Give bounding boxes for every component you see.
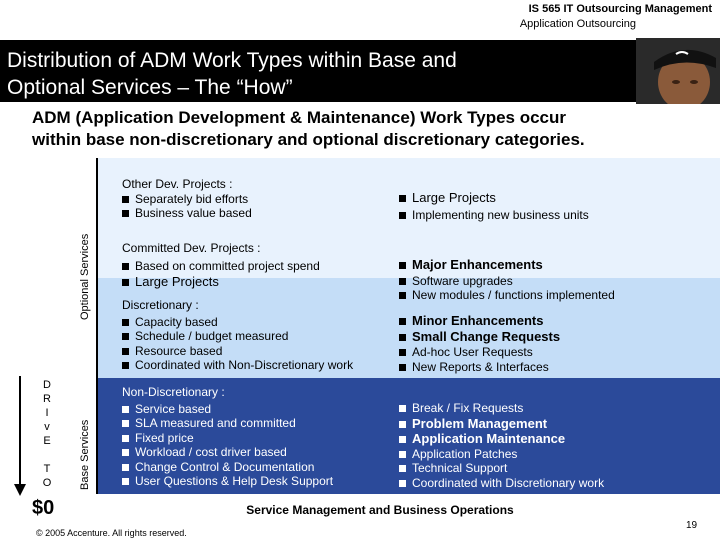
list-item: Workload / cost driver based: [122, 445, 333, 460]
list-item: Resource based: [122, 344, 353, 359]
list-item: Ad-hoc User Requests: [399, 345, 560, 360]
list-item: Coordinated with Non-Discretionary work: [122, 358, 353, 373]
list-item: Large Projects: [399, 190, 589, 206]
discretionary-block: Discretionary : Capacity based Schedule …: [122, 298, 354, 373]
list-item: Problem Management: [399, 416, 604, 432]
down-arrow-icon: [14, 484, 26, 496]
zero-cost-label: $0: [32, 497, 55, 519]
golfer-photo: [636, 38, 720, 104]
band-base: [98, 378, 720, 494]
list-item: Technical Support: [399, 461, 604, 476]
list-item: New modules / functions implemented: [399, 288, 615, 303]
base-work-types-block: Break / Fix Requests Problem Management …: [399, 401, 604, 490]
list-item: User Questions & Help Desk Support: [122, 474, 333, 489]
page-title: Distribution of ADM Work Types within Ba…: [7, 49, 457, 99]
list-item: Minor Enhancements: [399, 313, 560, 329]
band-discretionary: [98, 278, 720, 378]
down-arrow-shaft: [19, 376, 21, 486]
title-band: [0, 40, 720, 102]
list-item: SLA measured and committed: [122, 416, 333, 431]
list-item: Based on committed project spend: [122, 259, 320, 274]
optional-bracket: [96, 158, 98, 378]
list-item: Service based: [122, 402, 333, 417]
list-item: Capacity based: [122, 315, 353, 330]
list-item: Separately bid efforts: [122, 192, 252, 207]
list-item: Software upgrades: [399, 274, 615, 289]
non-discretionary-block: Non-Discretionary : Service based SLA me…: [122, 385, 334, 489]
committed-dev-projects: Committed Dev. Projects : Based on commi…: [122, 241, 320, 290]
list-item: Change Control & Documentation: [122, 460, 333, 475]
list-item: Schedule / budget measured: [122, 329, 353, 344]
list-item: Application Patches: [399, 447, 604, 462]
copyright: © 2005 Accenture. All rights reserved.: [36, 528, 187, 538]
drive-to-label: D R I v E T O: [42, 379, 52, 489]
list-item: Implementing new business units: [399, 208, 589, 223]
other-dev-projects: Other Dev. Projects : Separately bid eff…: [122, 177, 252, 221]
list-item: Break / Fix Requests: [399, 401, 604, 416]
list-item: Small Change Requests: [399, 329, 560, 345]
list-item: Business value based: [122, 206, 252, 221]
page-number: 19: [686, 520, 698, 531]
course-subtitle: Application Outsourcing: [519, 18, 636, 30]
large-projects-block: Large Projects Implementing new business…: [399, 190, 589, 223]
list-item: Major Enhancements: [399, 257, 615, 273]
base-bracket: [96, 378, 98, 494]
list-item: New Reports & Interfaces: [399, 360, 560, 375]
minor-enhancements-block: Minor Enhancements Small Change Requests…: [399, 313, 560, 375]
list-item: Coordinated with Discretionary work: [399, 476, 604, 491]
course-title: IS 565 IT Outsourcing Management: [528, 3, 712, 15]
service-management-label: Service Management and Business Operatio…: [246, 503, 514, 517]
list-item: Fixed price: [122, 431, 333, 446]
list-item: Large Projects: [122, 274, 320, 290]
optional-services-label: Optional Services: [79, 233, 91, 320]
page-subtitle: ADM (Application Development & Maintenan…: [32, 108, 585, 149]
major-enhancements-block: Major Enhancements Software upgrades New…: [399, 257, 615, 303]
list-item: Application Maintenance: [399, 431, 604, 447]
band-other-committed: [98, 158, 720, 278]
base-services-label: Base Services: [79, 419, 91, 490]
